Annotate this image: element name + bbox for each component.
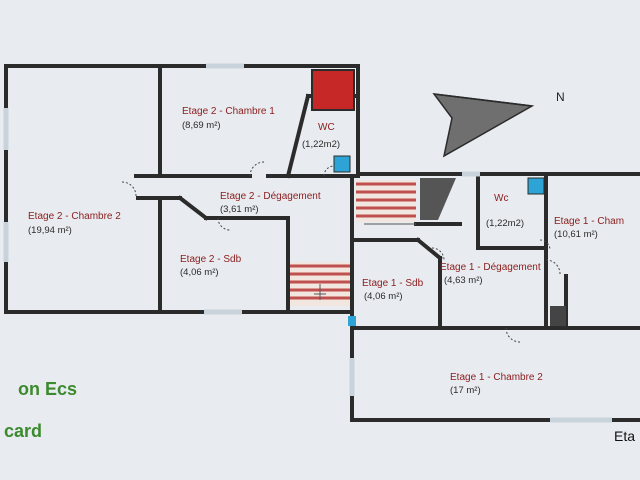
room-area: (17 m²)	[450, 385, 481, 396]
north-arrow-icon	[432, 93, 535, 158]
compass: N	[432, 90, 565, 158]
room-name: Etage 2 - Chambre 2	[28, 211, 121, 222]
room-area: (19,94 m²)	[28, 225, 72, 236]
post-block	[348, 316, 356, 326]
stairs-etage-1	[356, 180, 416, 222]
room-area: (1,22m2)	[302, 139, 340, 150]
room-name: Etage 2 - Dégagement	[220, 191, 321, 202]
legend-line-2: card	[4, 421, 42, 441]
room-e1-degagement: Etage 1 - Dégagement (4,63 m²)	[440, 262, 541, 286]
room-name: Etage 2 - Chambre 1	[182, 106, 275, 117]
room-e1-chambre: Etage 1 - Cham (10,61 m²)	[554, 216, 624, 240]
windows	[3, 63, 612, 423]
room-e2-degagement: Etage 2 - Dégagement (3,61 m²)	[220, 191, 321, 215]
wc-fixture-etage-1	[527, 177, 545, 195]
room-name: WC	[318, 122, 335, 133]
etage-1-walls	[350, 172, 640, 422]
corner-floor-label: Eta	[614, 428, 635, 444]
wc-fixture-etage-2	[333, 155, 351, 173]
room-name: Wc	[494, 193, 508, 204]
room-area: (4,06 m²)	[364, 291, 403, 302]
stairs-etage-2	[290, 262, 350, 306]
doors	[121, 161, 561, 343]
etage-2-walls	[4, 64, 360, 422]
room-e2-sdb: Etage 2 - Sdb (4,06 m²)	[180, 254, 242, 278]
room-area: (8,69 m²)	[182, 120, 221, 131]
room-area: (3,61 m²)	[220, 204, 259, 215]
duct-block	[420, 178, 456, 220]
room-e2-chambre1: Etage 2 - Chambre 1 (8,69 m²)	[182, 106, 275, 131]
room-area: (4,06 m²)	[180, 267, 219, 278]
room-name: Etage 2 - Sdb	[180, 254, 242, 265]
legend-line-1: on Ecs	[18, 379, 77, 399]
room-area: (4,63 m²)	[444, 275, 483, 286]
room-e1-chambre2: Etage 1 - Chambre 2 (17 m²)	[450, 372, 543, 396]
compass-label: N	[556, 90, 565, 104]
room-e1-wc: Wc (1,22m2)	[486, 193, 524, 229]
small-duct-block	[550, 306, 566, 326]
room-e2-chambre2: Etage 2 - Chambre 2 (19,94 m²)	[28, 211, 121, 236]
room-name: Etage 1 - Chambre 2	[450, 372, 543, 383]
room-e2-wc: WC (1,22m2)	[302, 122, 340, 150]
boiler-block	[311, 69, 355, 111]
room-name: Etage 1 - Cham	[554, 216, 624, 227]
room-name: Etage 1 - Dégagement	[440, 262, 541, 273]
room-e1-sdb: Etage 1 - Sdb (4,06 m²)	[362, 278, 424, 302]
room-area: (10,61 m²)	[554, 229, 598, 240]
room-name: Etage 1 - Sdb	[362, 278, 424, 289]
room-area: (1,22m2)	[486, 218, 524, 229]
